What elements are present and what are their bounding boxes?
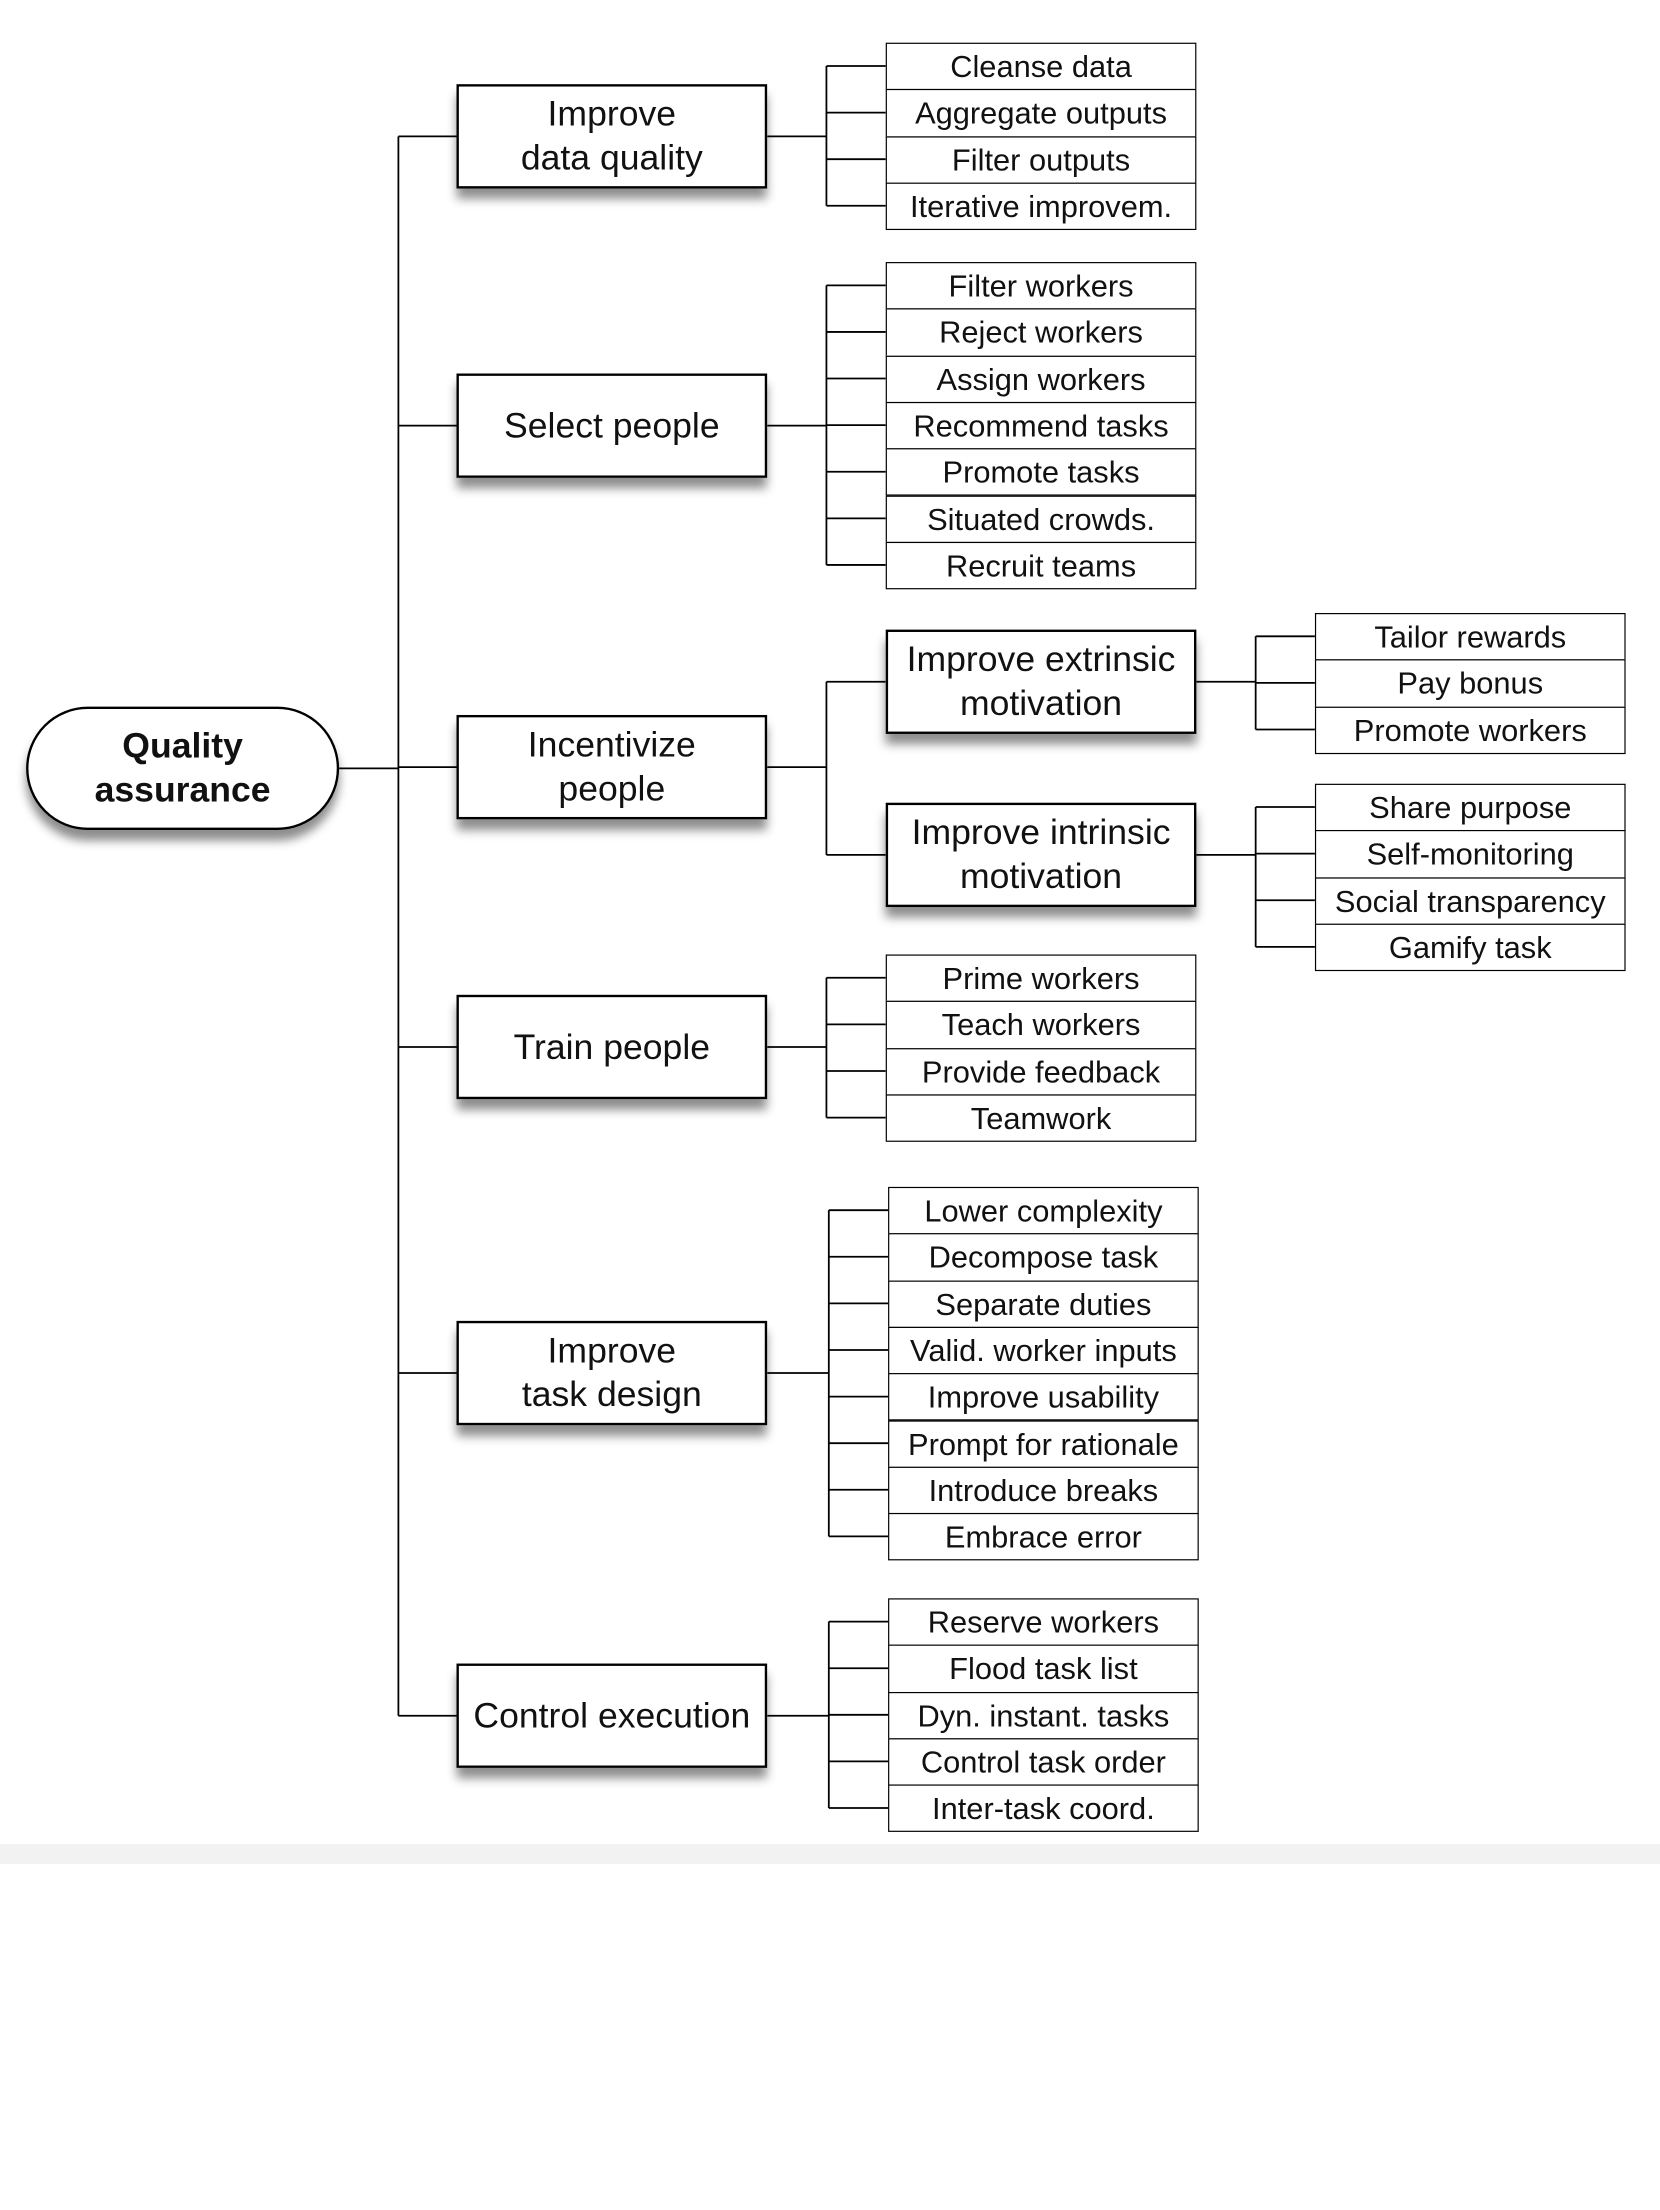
root-node: Quality assurance [26, 706, 340, 830]
leaf-node: Inter-task coord. [888, 1784, 1199, 1833]
leaf-node: Cleanse data [885, 42, 1197, 91]
leaf-node: Lower complexity [888, 1186, 1199, 1235]
leaf-node: Promote workers [1314, 706, 1626, 754]
category-node: Train people [456, 994, 768, 1100]
leaf-node: Teamwork [885, 1094, 1197, 1143]
leaf-node: Tailor rewards [1314, 613, 1626, 661]
leaf-node: Decompose task [888, 1233, 1199, 1282]
leaf-node: Prime workers [885, 954, 1197, 1003]
leaf-node: Filter outputs [885, 135, 1197, 184]
leaf-node: Provide feedback [885, 1047, 1197, 1096]
leaf-node: Aggregate outputs [885, 89, 1197, 138]
leaf-node: Promote tasks [885, 448, 1197, 497]
category-node: Select people [456, 373, 768, 478]
category-node: Control execution [456, 1663, 768, 1768]
subcategory-node: Improve intrinsic motivation [885, 802, 1197, 908]
leaf-node: Share purpose [1314, 783, 1626, 832]
leaf-node: Pay bonus [1314, 659, 1626, 708]
leaf-node: Gamify task [1314, 923, 1626, 972]
leaf-node: Valid. worker inputs [888, 1326, 1199, 1375]
leaf-node: Dyn. instant. tasks [888, 1691, 1199, 1740]
leaf-node: Introduce breaks [888, 1466, 1199, 1515]
leaf-node: Embrace error [888, 1513, 1199, 1561]
leaf-node: Situated crowds. [885, 495, 1197, 543]
leaf-node: Teach workers [885, 1001, 1197, 1049]
subcategory-node: Improve extrinsic motivation [885, 629, 1197, 734]
leaf-node: Social transparency [1314, 876, 1626, 925]
category-node: Incentivize people [456, 714, 768, 820]
category-node: Improve data quality [456, 84, 768, 189]
leaf-node: Reserve workers [888, 1598, 1199, 1647]
footer-band [0, 1844, 1660, 1864]
category-node: Improve task design [456, 1320, 768, 1426]
leaf-node: Recruit teams [885, 541, 1197, 590]
connector-lines [339, 65, 1315, 1809]
leaf-node: Flood task list [888, 1644, 1199, 1693]
leaf-node: Filter workers [885, 262, 1197, 310]
leaf-node: Recommend tasks [885, 401, 1197, 450]
leaf-node: Separate duties [888, 1280, 1199, 1328]
leaf-node: Control task order [888, 1738, 1199, 1786]
leaf-node: Prompt for rationale [888, 1419, 1199, 1468]
leaf-node: Reject workers [885, 308, 1197, 357]
leaf-node: Improve usability [888, 1373, 1199, 1422]
leaf-node: Assign workers [885, 355, 1197, 404]
leaf-node: Self-monitoring [1314, 830, 1626, 879]
leaf-node: Iterative improvem. [885, 182, 1197, 231]
